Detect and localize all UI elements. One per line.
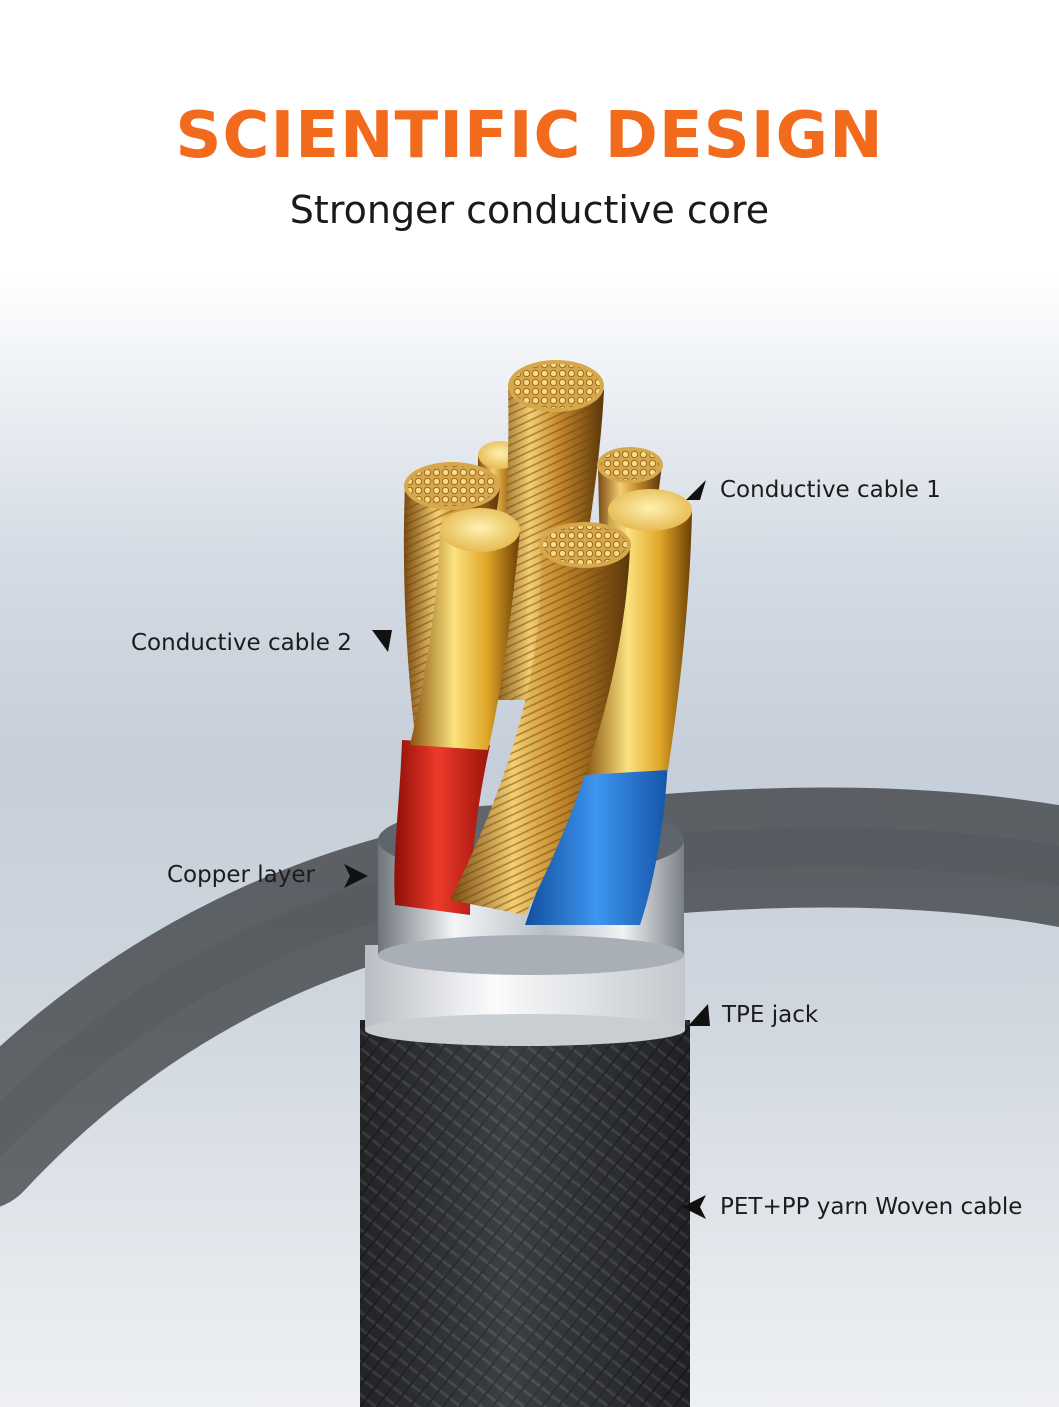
pointer-arrow-icon xyxy=(344,864,368,888)
blue-insulated-wire xyxy=(525,760,668,925)
label-conductive-cable-1: Conductive cable 1 xyxy=(720,477,941,503)
label-tpe-jack: TPE jack xyxy=(722,1002,819,1028)
page-title: SCIENTIFIC DESIGN xyxy=(175,99,884,173)
stranded-core-front xyxy=(450,522,631,915)
label-copper-layer: Copper layer xyxy=(167,862,315,888)
pointer-arrow-icon xyxy=(686,480,706,500)
pointer-arrow-icon xyxy=(688,1004,710,1026)
pointer-arrow-icon xyxy=(372,630,392,652)
solid-conductor-left xyxy=(410,508,520,750)
page-subtitle: Stronger conductive core xyxy=(289,188,770,232)
braided-jacket xyxy=(360,1020,690,1407)
pointer-arrow-icon xyxy=(682,1195,706,1219)
label-woven-cable: PET+PP yarn Woven cable xyxy=(720,1194,1023,1220)
label-conductive-cable-2: Conductive cable 2 xyxy=(131,630,352,656)
